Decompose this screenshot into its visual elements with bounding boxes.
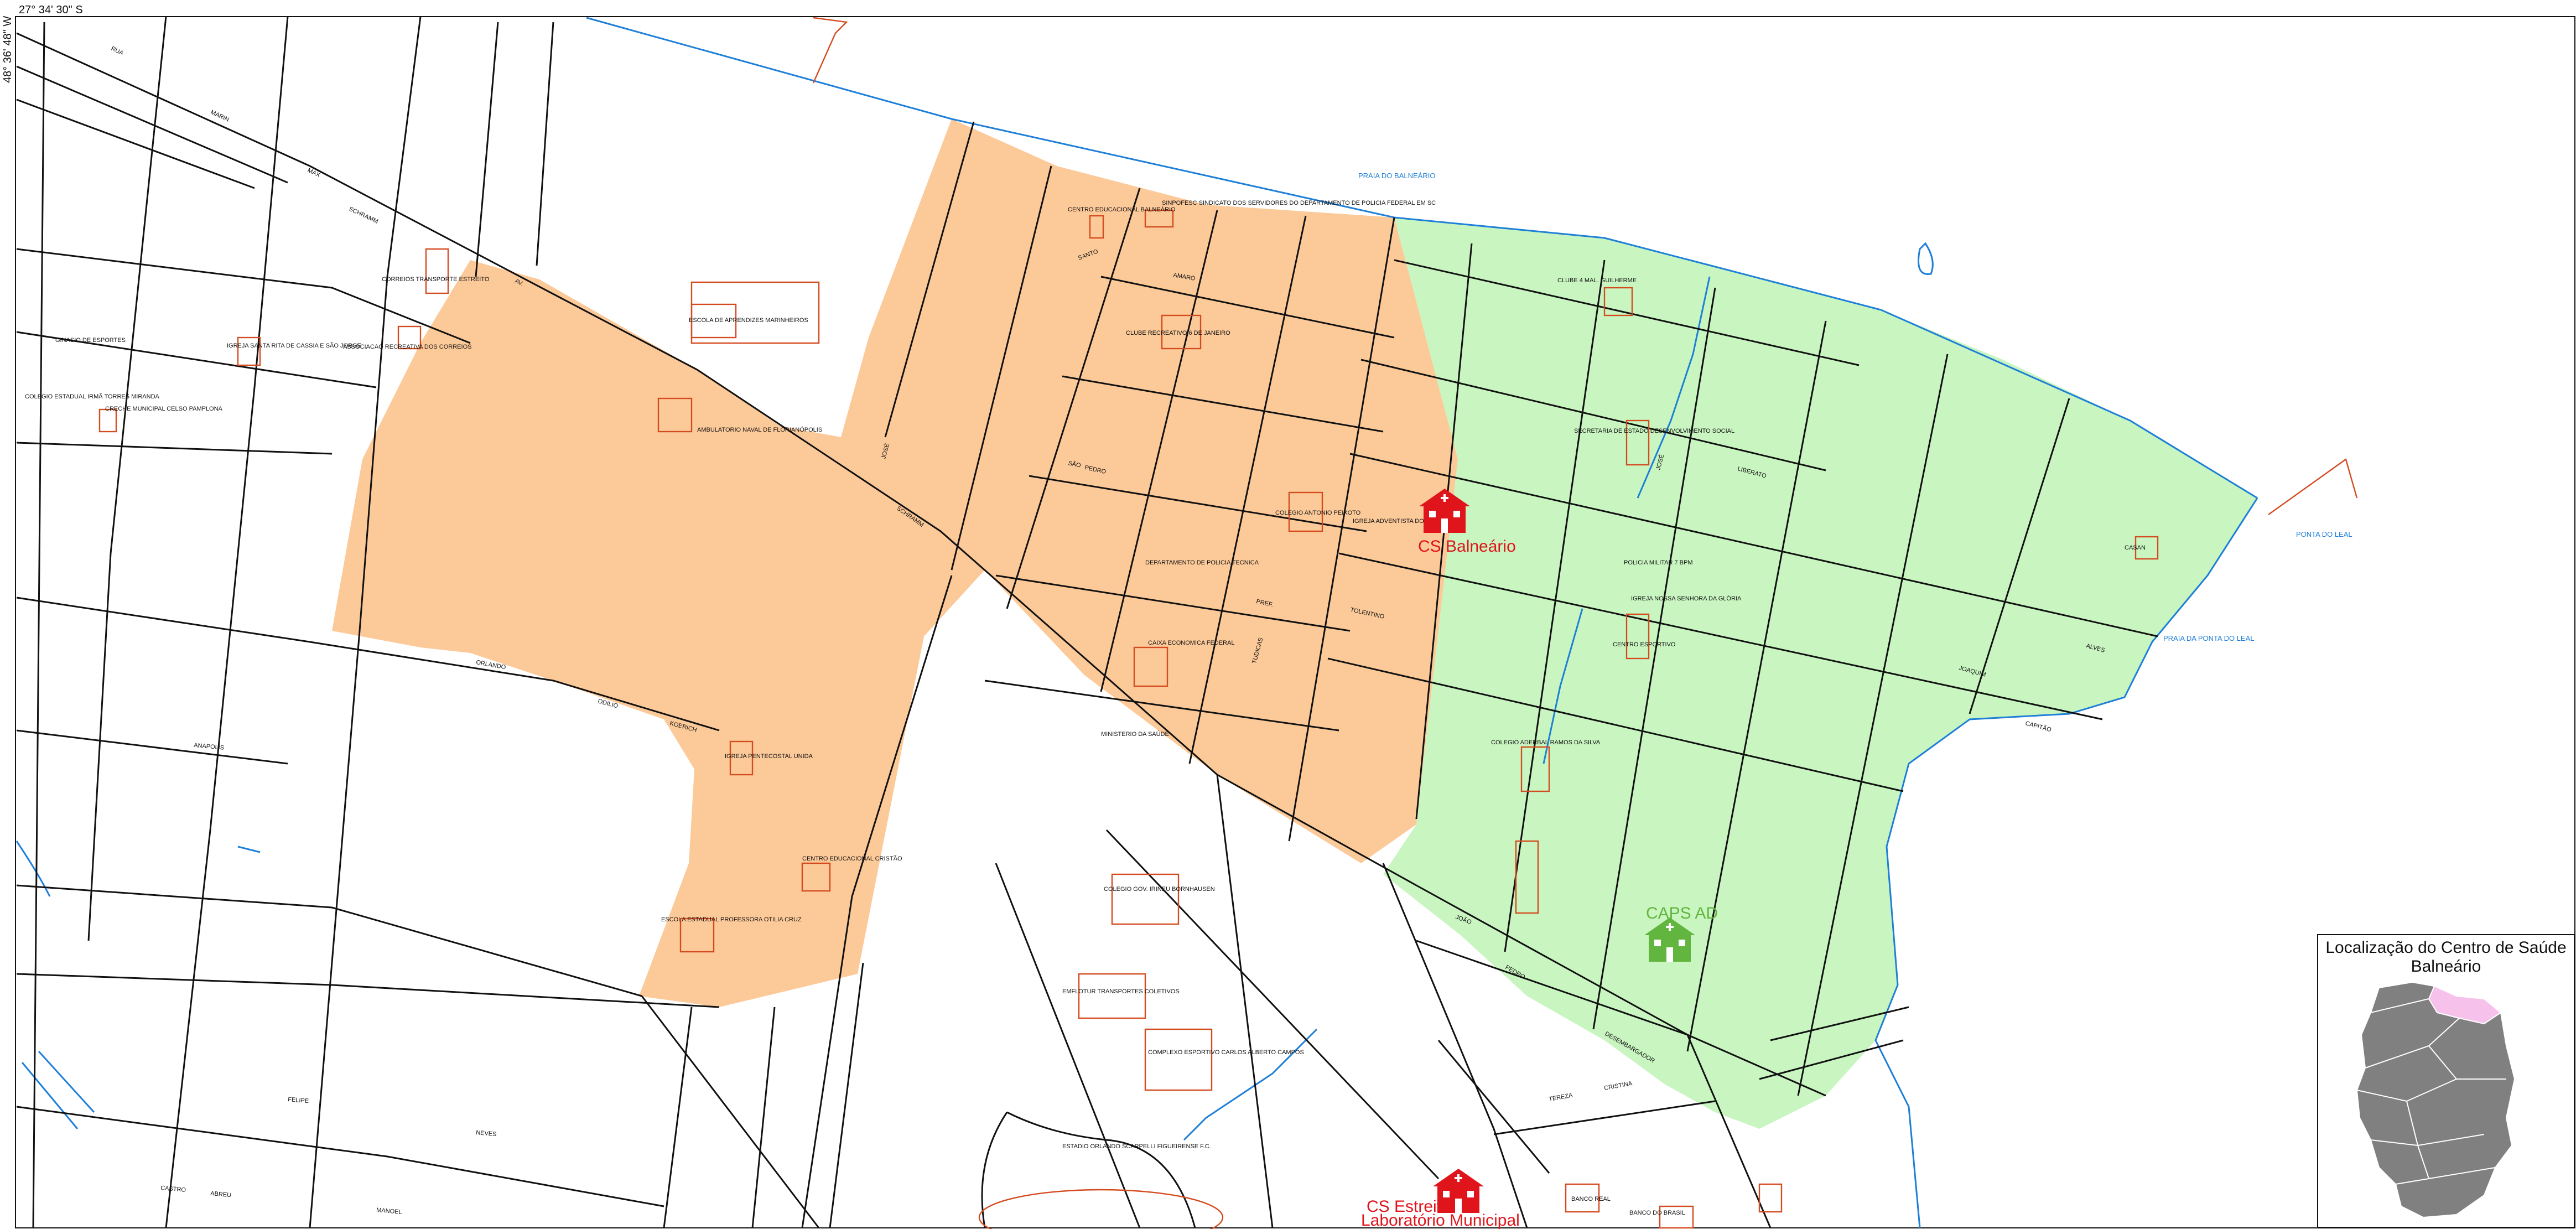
building-label: ESTADIO ORLANDO SCARPELLI FIGUEIRENSE F.… (1062, 1143, 1211, 1150)
street-label: ABREU (210, 1190, 232, 1199)
street-label: CRISTINA (1603, 1080, 1633, 1092)
health-center-icon[interactable] (1419, 489, 1470, 533)
location-inset: Localização do Centro de Saúde Balneário (2317, 934, 2575, 1228)
building-label: SECRETARIA DE ESTADO DESENVOLVIMENTO SOC… (1574, 428, 1734, 434)
inset-highlight (2428, 985, 2502, 1025)
building-label: CAIXA ECONOMICA FEDERAL (1148, 640, 1234, 646)
coord-longitude: 48° 36' 48" W (2, 16, 14, 83)
building-label: IGREJA PENTECOSTAL UNIDA (725, 753, 813, 760)
building-label: SINPOFESC SINDICATO DOS SERVIDORES DO DE… (1162, 200, 1436, 206)
street-label: RUA (110, 45, 125, 57)
poi-label-laboratorio[interactable]: Laboratório Municipal (1361, 1211, 1520, 1229)
building-label: DEPARTAMENTO DE POLICIA TECNICA (1145, 559, 1259, 566)
street-label: NEVES (476, 1129, 497, 1138)
building-label: IGREJA ADVENTISTA DO 7º DIA (1353, 518, 1443, 525)
building-label: CORREIOS TRANSPORTE ESTREITO (382, 276, 490, 283)
building-label: COLEGIO GOV. IRINEU BORNHAUSEN (1104, 886, 1215, 893)
street-label: FELIPE (288, 1096, 309, 1104)
map-frame (15, 16, 2575, 1228)
orange-service-area (332, 119, 1458, 1007)
inset-title-line1: Localização do Centro de Saúde (2325, 938, 2567, 957)
inset-title: Localização do Centro de Saúde Balneário (2318, 938, 2574, 976)
building-label: CLUBE RECREATIVO 6 DE JANEIRO (1126, 330, 1230, 336)
water-label-ponta-leal: PONTA DO LEAL (2296, 530, 2352, 538)
green-service-area (1383, 217, 2257, 1129)
building-label: ESCOLA ESTADUAL PROFESSORA OTILIA CRUZ (661, 916, 802, 923)
building-label: BANCO DO BRASIL (1629, 1210, 1685, 1216)
building-label: ASSOCIACAO RECREATIVA DOS CORREIOS (343, 344, 471, 350)
street-label: ANAPOLIS (194, 742, 225, 751)
building-label: ESCOLA DE APRENDIZES MARINHEIROS (689, 317, 808, 324)
street-label: CASTRO (160, 1185, 186, 1194)
building-label: CLUBE 4 MAL. GUILHERME (1557, 277, 1637, 284)
building-label: IGREJA SANTA RITA DE CASSIA E SÃO JORGE (227, 342, 361, 349)
water-label-praia-balneario: PRAIA DO BALNEÁRIO (1358, 172, 1435, 180)
street-network (16, 16, 2158, 1228)
inset-title-line2: Balneário (2411, 957, 2481, 976)
building-label: CRECHE MUNICIPAL CELSO PAMPLONA (105, 406, 223, 412)
health-center-icon[interactable] (1433, 1169, 1484, 1213)
building-label: AMBULATORIO NAVAL DE FLORIANÓPOLIS (697, 426, 822, 433)
inset-borders (2356, 998, 2506, 1185)
building-label: CENTRO ESPORTIVO (1613, 641, 1676, 648)
building-labels: SINPOFESC SINDICATO DOS SERVIDORES DO DE… (25, 200, 2146, 1216)
building-label: CENTRO EDUCACIONAL CRISTÃO (802, 855, 902, 862)
street-label: MANOEL (376, 1207, 402, 1216)
poi-label-cs-estreito[interactable]: CS Estreito (1367, 1197, 1451, 1216)
building-label: COLEGIO ESTADUAL IRMÃ TORRES MIRANDA (25, 393, 160, 400)
health-center-icon[interactable] (1644, 917, 1695, 962)
poi-label-caps-ad[interactable]: CAPS AD (1646, 904, 1718, 922)
water-label-praia-ponta-leal: PRAIA DA PONTA DO LEAL (2163, 634, 2255, 642)
building-label: COMPLEXO ESPORTIVO CARLOS ALBERTO CAMPOS (1148, 1049, 1304, 1056)
building-label: IGREJA NOSSA SENHORA DA GLÓRIA (1631, 595, 1742, 602)
building-label: GINASIO DE ESPORTES (55, 337, 126, 344)
street-label: SÃO (1067, 459, 1082, 469)
coord-latitude: 27° 34' 30" S (19, 4, 83, 16)
building-label: EMFLOTUR TRANSPORTES COLETIVOS (1062, 988, 1180, 995)
building-label: CASAN (2125, 545, 2146, 551)
buildings (98, 17, 2358, 1229)
building-label: MINISTERIO DA SAÚDE (1101, 730, 1169, 738)
poi-label-cs-balneario[interactable]: CS Balneário (1418, 537, 1516, 556)
street-label: MAX (307, 167, 321, 179)
street-label: SCHRAMM (348, 206, 380, 225)
building-label: COLEGIO ADERBAL RAMOS DA SILVA (1491, 739, 1601, 746)
building-label: POLICIA MILITAR 7 BPM (1624, 559, 1693, 566)
inset-map (2356, 981, 2516, 1218)
building-label: BANCO REAL (1571, 1196, 1611, 1202)
street-label: TEREZA (1548, 1092, 1573, 1102)
water-features (15, 17, 2258, 1228)
street-label: CAPITÃO (2024, 719, 2052, 733)
building-label: CENTRO EDUCACIONAL BALNEÁRIO (1068, 206, 1176, 213)
building-label: COLEGIO ANTONIO PEIXOTO (1275, 510, 1361, 516)
